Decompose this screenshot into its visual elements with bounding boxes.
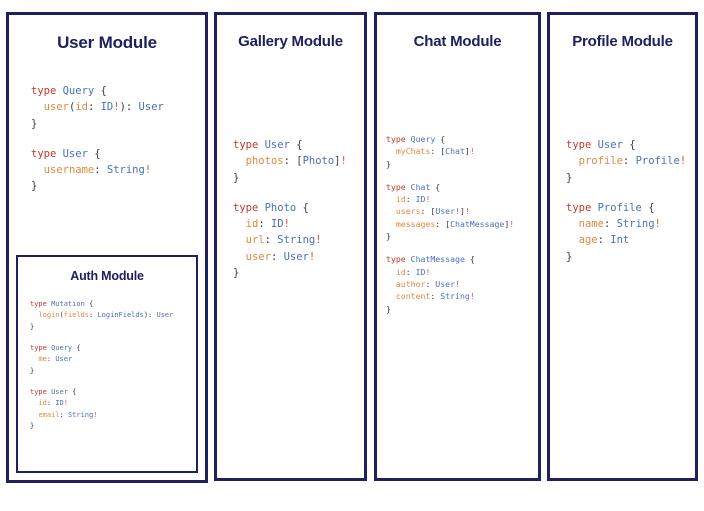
- schema-code-line: messages: [ChatMessage]!: [395, 218, 515, 229]
- schema-type-block: type Mutation { login(fields: LoginField…: [30, 299, 173, 333]
- schema-code-line: id: ID!: [395, 194, 431, 205]
- schema-code-gallery: type User { photos: [Photo]!}type Photo …: [233, 137, 347, 295]
- schema-type-block: type User { photos: [Photo]!}: [233, 137, 347, 186]
- module-title-profile: Profile Module: [572, 33, 673, 50]
- schema-code-line: author: User!: [395, 278, 460, 289]
- schema-code-line: id: ID!: [38, 399, 68, 408]
- schema-code-line: myChats: [Chat]!: [395, 146, 475, 157]
- schema-code-line: }: [566, 171, 573, 184]
- schema-code-line: type Mutation {: [30, 300, 94, 308]
- schema-code-profile: type User { profile: Profile!}type Profi…: [566, 137, 686, 279]
- module-panel-chat: Chat Module type Query { myChats: [Chat]…: [374, 12, 541, 481]
- schema-code-line: users: [User!]!: [395, 206, 470, 217]
- schema-code-line: me: User: [38, 355, 73, 364]
- schema-type-block: type Query { myChats: [Chat]!}: [386, 133, 514, 170]
- schema-code-line: type User {: [30, 387, 77, 396]
- schema-code-line: type User {: [31, 147, 101, 160]
- schema-code-line: }: [386, 158, 391, 169]
- schema-code-line: }: [30, 322, 35, 331]
- module-title-user: User Module: [57, 33, 157, 52]
- schema-code-line: content: String!: [395, 291, 475, 302]
- schema-code-line: name: String!: [578, 218, 661, 231]
- schema-code-line: type ChatMessage {: [386, 254, 475, 265]
- schema-code-line: }: [31, 117, 38, 130]
- module-title-gallery: Gallery Module: [238, 33, 343, 50]
- schema-code-line: user: User!: [245, 250, 316, 263]
- schema-code-line: }: [566, 250, 573, 263]
- schema-code-line: }: [386, 303, 391, 314]
- schema-code-line: type User {: [566, 139, 636, 151]
- schema-code-line: age: Int: [578, 234, 630, 247]
- schema-code-line: id: ID!: [245, 218, 290, 231]
- module-panel-auth: Auth Module type Mutation { login(fields…: [16, 255, 198, 473]
- module-title-auth: Auth Module: [70, 269, 144, 283]
- schema-code-line: user(id: ID!): User: [43, 101, 164, 114]
- schema-code-line: }: [30, 366, 35, 375]
- schema-code-line: id: ID!: [395, 266, 431, 277]
- schema-type-block: type Query { user(id: ID!): User}: [31, 83, 164, 132]
- schema-type-block: type User { username: String!}: [31, 146, 164, 195]
- schema-code-line: email: String!: [38, 410, 98, 419]
- schema-code-line: type Photo {: [233, 201, 309, 214]
- schema-code-line: }: [30, 421, 35, 430]
- schema-code-line: type User {: [233, 139, 303, 151]
- schema-code-line: login(fields: LoginFields): User: [38, 311, 174, 320]
- schema-code-line: }: [31, 180, 38, 193]
- schema-type-block: type Chat { id: ID! users: [User!]! mess…: [386, 181, 514, 242]
- schema-code-line: username: String!: [43, 164, 152, 177]
- schema-code-line: type Query {: [386, 134, 446, 144]
- schema-code-line: }: [233, 266, 240, 279]
- schema-code-line: profile: Profile!: [578, 155, 687, 168]
- schema-code-line: type Query {: [30, 343, 81, 352]
- schema-type-block: type User { id: ID! email: String!}: [30, 387, 173, 432]
- schema-code-auth: type Mutation { login(fields: LoginField…: [30, 299, 173, 442]
- module-panel-user: User Module type Query { user(id: ID!): …: [6, 12, 208, 483]
- schema-code-line: }: [233, 171, 240, 184]
- schema-code-line: type Profile {: [566, 201, 655, 214]
- schema-code-line: type Chat {: [386, 181, 441, 192]
- schema-type-block: type Profile { name: String! age: Int}: [566, 200, 686, 265]
- schema-type-block: type Query { me: User}: [30, 343, 173, 377]
- schema-code-line: url: String!: [245, 234, 322, 247]
- module-panel-gallery: Gallery Module type User { photos: [Phot…: [214, 12, 367, 481]
- schema-type-block: type Photo { id: ID! url: String! user: …: [233, 200, 347, 281]
- schema-code-line: }: [386, 231, 391, 242]
- schema-type-block: type User { profile: Profile!}: [566, 137, 686, 186]
- schema-code-user: type Query { user(id: ID!): User}type Us…: [31, 83, 164, 209]
- schema-code-chat: type Query { myChats: [Chat]!}type Chat …: [386, 133, 514, 326]
- schema-type-block: type ChatMessage { id: ID! author: User!…: [386, 253, 514, 314]
- module-panel-profile: Profile Module type User { profile: Prof…: [547, 12, 698, 481]
- module-title-chat: Chat Module: [413, 33, 502, 50]
- schema-code-line: photos: [Photo]!: [245, 155, 347, 168]
- schema-code-line: type Query {: [31, 85, 107, 97]
